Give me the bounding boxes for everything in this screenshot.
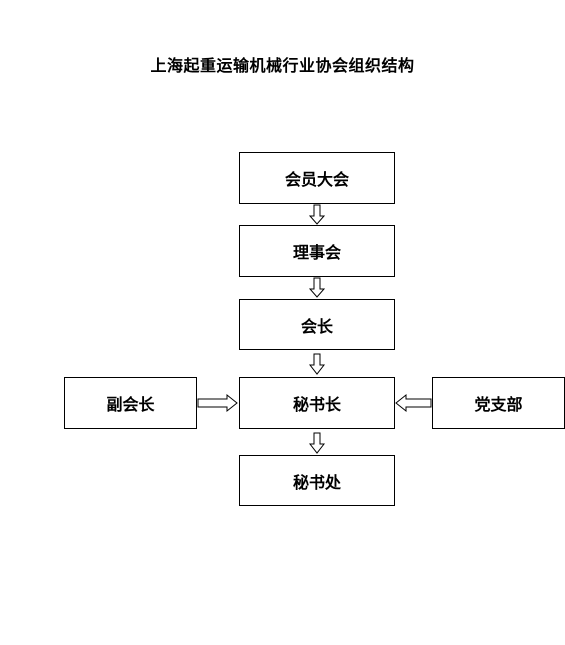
node-label: 党支部 bbox=[474, 395, 523, 414]
node-label: 秘书处 bbox=[292, 472, 341, 492]
arrow-secgen-to-secretariat bbox=[308, 432, 326, 454]
arrow-vicepres-to-secgen bbox=[197, 393, 238, 413]
node-council: 理事会 bbox=[239, 225, 395, 277]
node-secretariat: 秘书处 bbox=[239, 455, 395, 506]
node-label: 理事会 bbox=[292, 243, 341, 262]
node-label: 副会长 bbox=[106, 395, 155, 414]
node-secretary-general: 秘书长 bbox=[239, 377, 395, 429]
arrow-president-to-secgen bbox=[308, 353, 326, 375]
node-president: 会长 bbox=[239, 299, 395, 350]
node-label: 会员大会 bbox=[284, 170, 349, 189]
node-party-branch: 党支部 bbox=[432, 377, 565, 429]
node-general-assembly: 会员大会 bbox=[239, 152, 395, 204]
arrow-party-to-secgen bbox=[395, 393, 432, 413]
node-label: 会长 bbox=[300, 316, 333, 336]
diagram-title: 上海起重运输机械行业协会组织结构 bbox=[150, 56, 415, 75]
node-label: 秘书长 bbox=[292, 395, 341, 414]
arrow-council-to-president bbox=[308, 277, 326, 298]
node-vice-president: 副会长 bbox=[64, 377, 197, 429]
arrow-assembly-to-council bbox=[308, 204, 326, 225]
